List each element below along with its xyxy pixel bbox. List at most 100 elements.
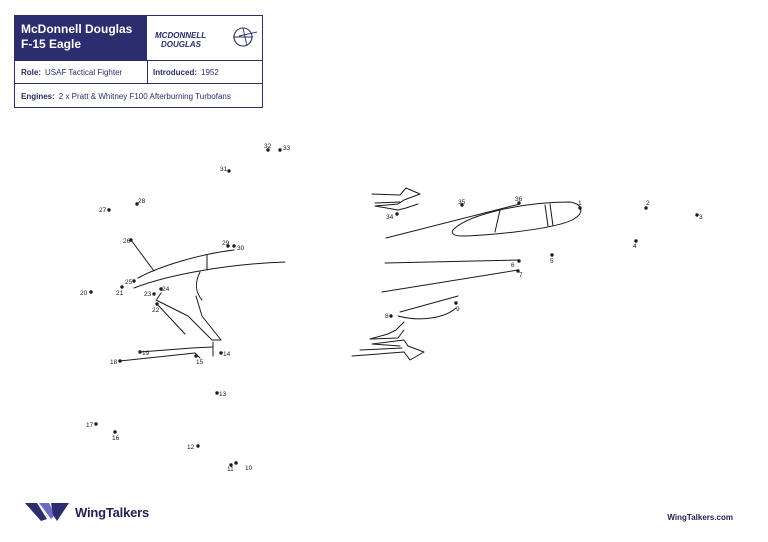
dot [395,212,399,216]
dot [460,203,464,207]
dot-number: 7 [519,272,523,279]
info-card: McDonnell Douglas F-15 Eagle MCDONNELL D… [14,15,263,108]
role-row: Role: USAF Tactical Fighter Introduced: … [15,60,262,84]
dot [695,213,699,217]
dot [152,292,156,296]
role-label: Role: [21,68,41,77]
role-value: USAF Tactical Fighter [45,68,123,77]
dot-number: 14 [223,351,231,358]
dot [516,269,520,273]
dot-number: 29 [222,240,230,247]
website-link[interactable]: WingTalkers.com [667,513,733,522]
engines-label: Engines: [21,91,55,101]
outline-stroke [397,307,457,320]
outline-stroke [359,347,403,351]
outline-stroke [196,271,203,301]
dot [227,169,231,173]
dot [229,463,233,467]
dot [107,208,111,212]
dot [454,301,458,305]
dot [113,430,117,434]
introduced-value: 1952 [201,68,219,77]
dot-number: 22 [152,307,160,314]
dot [644,206,648,210]
logo-line2: DOUGLAS [161,40,202,49]
dot [634,239,638,243]
dot-number: 4 [633,243,637,250]
dot-number: 36 [515,196,523,203]
aircraft-outline [119,187,582,362]
dot-number: 2 [646,200,650,207]
dot-number: 28 [138,198,146,205]
dot [226,244,230,248]
dot-number: 21 [116,290,124,297]
dot-number: 15 [196,359,204,366]
outline-stroke [399,295,459,313]
dot-number: 31 [220,166,228,173]
dot-number: 1 [578,200,582,207]
dot-number: 18 [110,359,118,366]
outline-stroke [384,259,520,264]
mcdonnell-douglas-logo: MCDONNELL DOUGLAS [147,16,262,60]
dot-number: 34 [386,214,394,221]
dot-number: 3 [699,214,703,221]
dot [159,287,163,291]
dot-number: 33 [283,145,291,152]
title-model: F-15 Eagle [21,37,82,51]
dot-number: 35 [458,199,466,206]
dot [196,444,200,448]
engines-row: Engines: 2 x Pratt & Whitney F100 Afterb… [15,83,262,108]
dot-number: 8 [385,313,389,320]
dot [129,238,133,242]
introduced-label: Introduced: [153,68,197,77]
dot [138,350,142,354]
row-divider [147,61,148,84]
outline-stroke [494,209,501,233]
dot [215,391,219,395]
dot [219,351,223,355]
dot-number: 25 [125,279,133,286]
dot [578,206,582,210]
dot [550,253,554,257]
dot [234,461,238,465]
canopy-frame [544,203,554,227]
outline-stroke [130,239,155,272]
dot-number: 24 [162,286,170,293]
dot-number: 23 [144,291,152,298]
canopy [451,201,582,237]
dot-number: 10 [245,465,253,472]
dot [232,244,236,248]
dot-number: 13 [219,391,227,398]
tail-fin-lower [351,339,425,361]
tail-fin-lower [369,321,405,340]
brand-name: WingTalkers [75,504,150,520]
dot [266,148,270,152]
dot-number: 20 [80,290,88,297]
dot [517,259,521,263]
tail-fin-upper [371,187,421,211]
dot [194,354,198,358]
dot [517,201,521,205]
title-manufacturer: McDonnell Douglas [21,22,133,36]
wingtalkers-logo [25,503,69,521]
logo-line1: MCDONNELL [155,31,206,40]
outline-stroke [385,203,521,239]
dot-number: 11 [227,466,234,473]
outline-stroke [156,303,186,335]
outline-stroke [156,292,162,300]
dot [120,285,124,289]
dot-number: 32 [264,143,272,150]
dot [155,302,159,306]
dot [118,359,122,363]
dot [94,422,98,426]
dot-number: 27 [99,207,107,214]
dot-number: 5 [550,258,554,265]
dot-number: 30 [237,245,245,252]
dot-number: 17 [86,422,94,429]
aircraft-title: McDonnell Douglas F-15 Eagle [15,16,147,60]
dot-number: 26 [123,238,131,245]
dot [278,148,282,152]
engines-value: 2 x Pratt & Whitney F100 Afterburning Tu… [58,91,231,101]
dot-points: 1 2 3 4 5 6 7 8 9 10 11 12 13 14 15 16 1… [80,143,703,473]
